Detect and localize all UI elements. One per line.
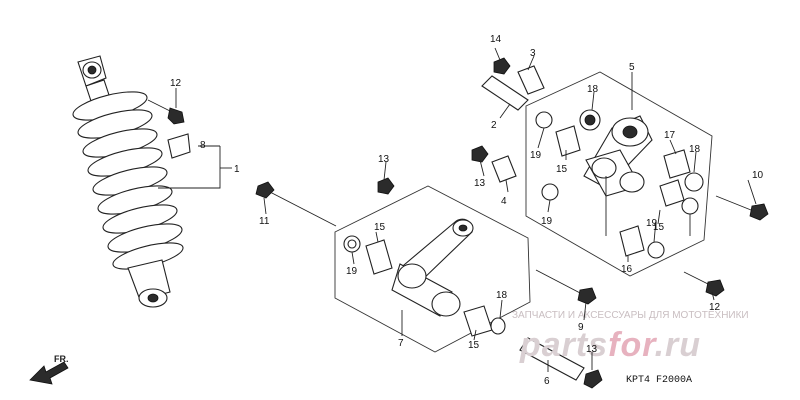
bushing-15c [555,125,581,157]
seal-18b [684,172,704,192]
bolt-12-upper [147,99,185,125]
sleeve-2 [481,75,529,111]
callout-14: 14 [490,34,502,45]
callout-19d: 19 [646,218,658,229]
bushing-16 [619,225,645,257]
callout-12b: 12 [709,302,721,313]
callout-5: 5 [629,62,635,73]
callout-12: 12 [170,78,182,89]
arm-assembly-box [525,71,713,277]
callout-19b: 19 [541,216,553,227]
nut-14 [493,57,511,75]
bolt-10 [715,195,769,221]
bushing-15 [365,239,393,275]
callout-15d: 15 [468,340,480,351]
watermark: ЗАПЧАСТИ И АКСЕССУАРЫ ДЛЯ МОТОТЕХНИКИ pa… [512,310,749,364]
callout-3: 3 [530,48,536,59]
callout-13a: 13 [378,154,390,165]
callout-8: 8 [200,140,206,151]
callout-7: 7 [398,338,404,349]
svg-text:FR.: FR. [54,354,69,364]
callout-2: 2 [491,120,497,131]
callout-10: 10 [752,170,764,181]
callout-15c: 15 [653,222,665,233]
link-assembly-box [334,185,531,353]
callout-9: 9 [578,322,584,333]
callout-15b: 15 [374,222,386,233]
callout-13c: 13 [586,344,598,355]
callout-6: 6 [544,376,550,387]
callout-numbers: 14 3 5 12 18 2 8 1 17 18 19 15 13 13 4 1… [170,34,764,387]
callout-18: 18 [587,84,599,95]
callout-16: 16 [621,264,633,275]
sleeve-3 [517,65,545,95]
shock-link [391,218,474,317]
callout-18b: 18 [689,144,701,155]
bolt-9 [535,269,597,305]
nut-13a [377,177,395,195]
nut-13c [471,145,489,163]
bushing-17 [663,149,691,179]
svg-text:ЗАПЧАСТИ И АКСЕССУАРЫ ДЛЯ МОТО: ЗАПЧАСТИ И АКСЕССУАРЫ ДЛЯ МОТОТЕХНИКИ [512,310,749,321]
svg-text:partsfor.ru: partsfor.ru [519,326,701,364]
callout-19c: 19 [346,266,358,277]
bolt-12-lower [683,271,725,297]
shock-arm [583,115,653,197]
callout-13b: 13 [474,178,486,189]
bolt-11 [255,181,337,227]
callout-11: 11 [259,216,270,227]
diagram-code: KPT4 F2000A [626,375,692,386]
callout-1: 1 [234,164,240,175]
label-sticker [167,133,191,159]
callout-19a: 19 [530,150,542,161]
callout-15a: 15 [556,164,568,175]
callout-17: 17 [664,130,676,141]
front-arrow-icon: FR. [29,354,69,385]
pin-6 [519,337,585,381]
collar-4 [491,155,517,183]
nut-13b [583,369,603,389]
rear-shock-absorber [72,55,184,308]
leader-lines [158,47,757,372]
bushing-15b [463,305,493,337]
callout-4: 4 [501,196,507,207]
callout-18c: 18 [496,290,508,301]
